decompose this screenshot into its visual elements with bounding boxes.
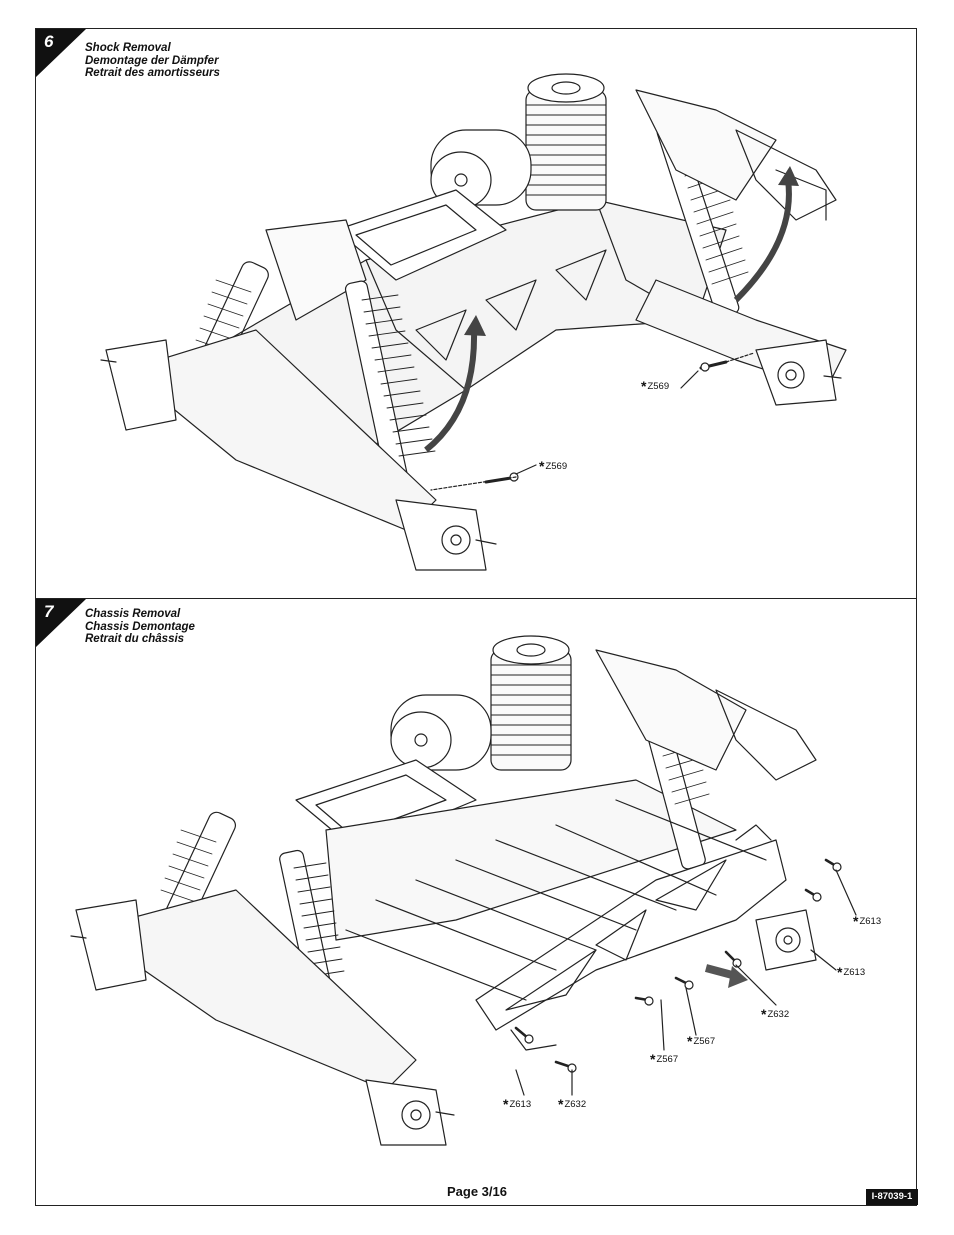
step-6-callout-front-screw: *Z569 xyxy=(641,378,669,394)
part-code: Z567 xyxy=(693,1036,716,1047)
step-6-title: Shock Removal Demontage der Dämpfer Retr… xyxy=(85,42,220,80)
step-6-title-de: Demontage der Dämpfer xyxy=(85,54,219,67)
step-6-title-en: Shock Removal xyxy=(85,42,171,54)
part-code: Z613 xyxy=(509,1099,532,1110)
star-marker-icon: * xyxy=(761,1006,767,1022)
step-6-marker-icon xyxy=(36,29,86,77)
part-code: Z613 xyxy=(843,967,866,978)
page-frame xyxy=(35,28,917,1206)
step-6-title-fr: Retrait des amortisseurs xyxy=(85,67,220,79)
star-marker-icon: * xyxy=(837,964,843,980)
star-marker-icon: * xyxy=(687,1033,693,1049)
step-6-illustration xyxy=(100,73,847,571)
part-code: Z632 xyxy=(564,1099,587,1110)
step-7-callout-z632-front: *Z632 xyxy=(761,1006,789,1022)
step-7-title-fr: Retrait du châssis xyxy=(85,633,185,645)
star-marker-icon: * xyxy=(558,1096,564,1112)
star-marker-icon: * xyxy=(650,1051,656,1067)
step-7-callout-z613-front-mid: *Z613 xyxy=(837,964,865,980)
step-7-title-en: Chassis Removal xyxy=(85,608,181,620)
step-6-number: 6 xyxy=(44,32,54,51)
section-divider xyxy=(35,598,917,599)
step-7-title-de: Chassis Demontage xyxy=(85,620,195,633)
step-7-marker-icon xyxy=(36,599,86,647)
step-7-callout-z567-right: *Z567 xyxy=(687,1033,715,1049)
step-7-callout-z567-left: *Z567 xyxy=(650,1051,678,1067)
star-marker-icon: * xyxy=(641,378,647,394)
document-code-badge: I-87039-1 xyxy=(866,1189,918,1205)
star-marker-icon: * xyxy=(503,1096,509,1112)
star-marker-icon: * xyxy=(853,913,859,929)
part-code: Z569 xyxy=(647,381,670,392)
step-7-number: 7 xyxy=(44,602,54,621)
step-6-callout-rear-screw: *Z569 xyxy=(539,458,567,474)
step-7-callout-z632-rear: *Z632 xyxy=(558,1096,586,1112)
step-7-illustration xyxy=(70,635,857,1146)
part-code: Z567 xyxy=(656,1054,679,1065)
part-code: Z569 xyxy=(545,461,568,472)
part-code: Z613 xyxy=(859,916,882,927)
step-7-callout-z613-front-top: *Z613 xyxy=(853,913,881,929)
page-number: Page 3/16 xyxy=(447,1184,507,1199)
part-code: Z632 xyxy=(767,1009,790,1020)
star-marker-icon: * xyxy=(539,458,545,474)
step-7-title: Chassis Removal Chassis Demontage Retrai… xyxy=(85,608,195,646)
step-7-callout-z613-rear: *Z613 xyxy=(503,1096,531,1112)
